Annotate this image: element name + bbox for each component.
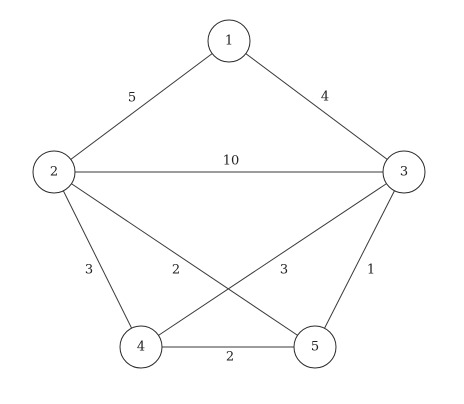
edge-1-3 (228, 40, 405, 173)
node-3-circle (382, 150, 426, 194)
node-1-circle (207, 19, 251, 63)
node-2-label: 2 (50, 165, 58, 180)
edge-weight-2-3: 10 (223, 154, 240, 169)
edge-weight-3-4: 3 (280, 263, 288, 278)
node-1-label: 1 (225, 34, 233, 49)
edge-weight-2-4: 3 (85, 263, 93, 278)
node-4-label: 4 (137, 340, 145, 355)
edge-weight-3-5: 1 (367, 263, 375, 278)
edge-weight-4-5: 2 (226, 350, 234, 365)
edge-weight-1-2: 5 (128, 91, 136, 106)
node-5: 5 (293, 325, 337, 369)
node-3: 3 (382, 150, 426, 194)
node-5-label: 5 (311, 340, 319, 355)
edge-weight-1-3: 4 (321, 90, 329, 105)
edge-weight-2-5: 2 (172, 263, 180, 278)
node-2: 2 (32, 150, 76, 194)
node-3-label: 3 (400, 165, 408, 180)
node-5-circle (293, 325, 337, 369)
node-1: 1 (207, 19, 251, 63)
edge-3-5 (314, 171, 405, 348)
node-4-circle (119, 325, 163, 369)
edge-1-2 (53, 40, 230, 173)
node-2-circle (32, 150, 76, 194)
edge-3-4 (140, 171, 405, 348)
node-4: 4 (119, 325, 163, 369)
edge-2-5 (53, 171, 316, 348)
edge-2-4 (53, 171, 142, 348)
